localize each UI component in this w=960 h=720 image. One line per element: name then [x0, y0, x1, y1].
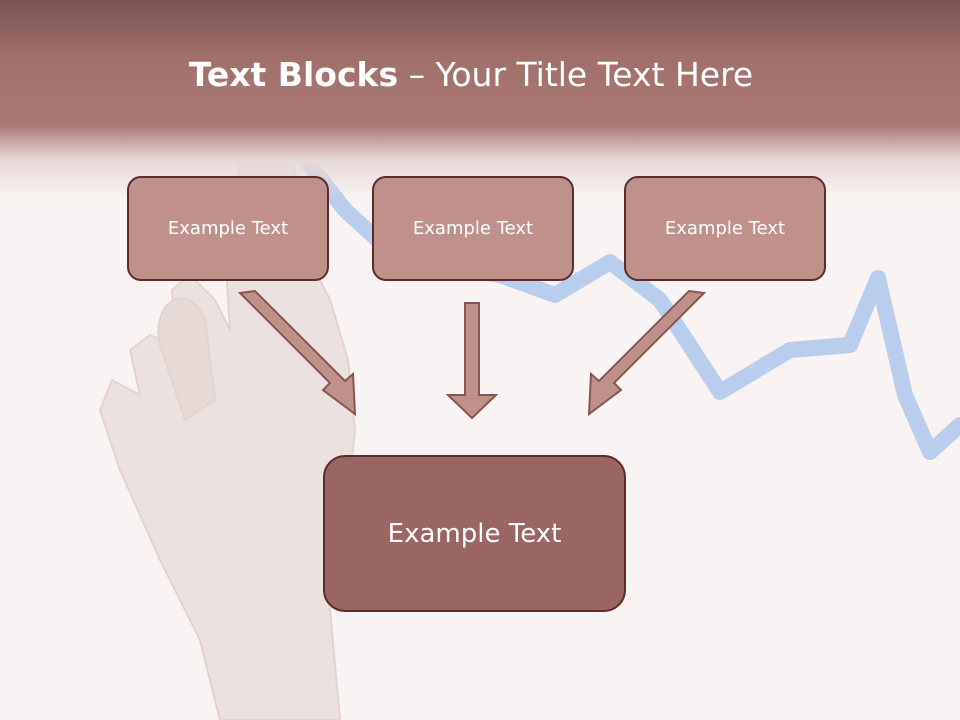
text-box-left-label: Example Text [167, 218, 289, 239]
text-box-main-label: Example Text [387, 518, 562, 549]
title-bold: Text Blocks [188, 55, 399, 94]
text-box-left[interactable]: Example Text [127, 176, 329, 281]
arrow-right-diagonal [587, 289, 707, 417]
header-band [0, 0, 960, 200]
text-box-right[interactable]: Example Text [624, 176, 826, 281]
text-box-right-label: Example Text [664, 218, 786, 239]
arrow-left-diagonal [237, 289, 357, 417]
slide-title: Text Blocks – Your Title Text Here [0, 52, 942, 98]
title-separator: – [398, 55, 436, 94]
text-box-main[interactable]: Example Text [323, 455, 626, 612]
title-regular: Your Title Text Here [435, 55, 754, 94]
text-box-center[interactable]: Example Text [372, 176, 574, 281]
arrow-center-down [445, 302, 499, 420]
text-box-center-label: Example Text [412, 218, 534, 239]
